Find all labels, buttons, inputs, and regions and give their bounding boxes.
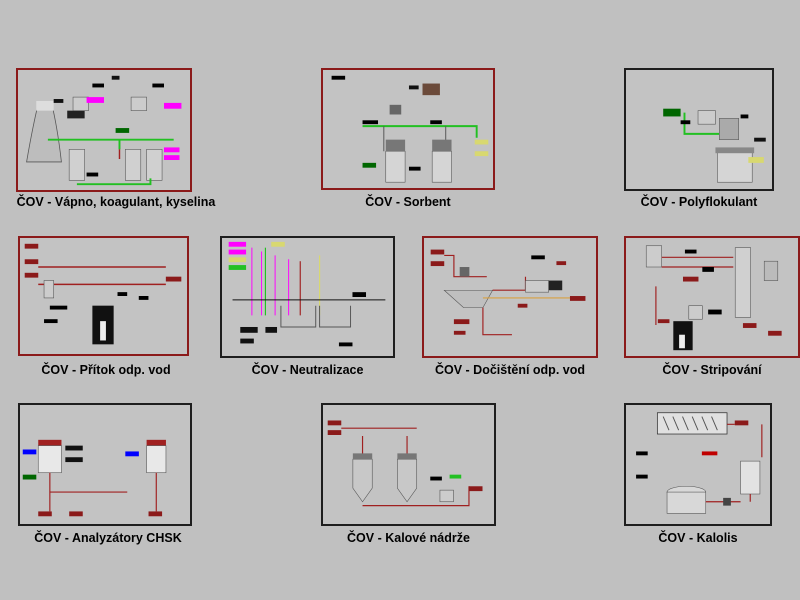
- screen-thumbnail-kal[interactable]: [321, 403, 496, 526]
- screen-tile-kal[interactable]: ČOV - Kalové nádrže: [321, 403, 496, 553]
- screen-tile-strip[interactable]: ČOV - Stripování: [624, 236, 800, 386]
- process-diagram-strip: [645, 245, 782, 351]
- screen-tile-poly[interactable]: ČOV - Polyflokulant: [624, 68, 800, 218]
- screen-label-vapno[interactable]: ČOV - Vápno, koagulant, kyselina: [16, 195, 216, 209]
- screen-label-neutral[interactable]: ČOV - Neutralizace: [251, 363, 364, 377]
- process-diagram-neutral: [228, 241, 386, 347]
- screen-thumbnail-docist[interactable]: [422, 236, 598, 358]
- screen-label-kalolis[interactable]: ČOV - Kalolis: [658, 531, 738, 545]
- screen-tile-neutral[interactable]: ČOV - Neutralizace: [220, 236, 395, 386]
- screen-tile-chsk[interactable]: ČOV - Analyzátory CHSK: [18, 403, 198, 553]
- screen-thumbnail-pritok[interactable]: [18, 236, 189, 356]
- process-diagram-docist: [430, 249, 586, 336]
- process-diagram-vapno: [26, 75, 182, 186]
- screen-label-kal[interactable]: ČOV - Kalové nádrže: [347, 531, 470, 545]
- process-diagram-poly: [663, 108, 766, 183]
- screen-thumbnail-poly[interactable]: [624, 68, 774, 191]
- screen-label-sorbent[interactable]: ČOV - Sorbent: [365, 195, 451, 209]
- screen-thumbnail-vapno[interactable]: [16, 68, 192, 192]
- screen-thumbnail-neutral[interactable]: [220, 236, 395, 358]
- screen-tile-kalolis[interactable]: ČOV - Kalolis: [624, 403, 800, 553]
- process-diagram-kal: [327, 420, 483, 507]
- process-diagram-chsk: [22, 439, 167, 517]
- process-diagram-pritok: [24, 243, 182, 345]
- process-diagram-kalolis: [636, 412, 763, 514]
- screen-tile-vapno[interactable]: ČOV - Vápno, koagulant, kyselina: [16, 68, 216, 218]
- screen-label-docist[interactable]: ČOV - Dočištění odp. vod: [434, 363, 585, 377]
- screen-thumbnail-sorbent[interactable]: [321, 68, 495, 190]
- screen-thumbnail-chsk[interactable]: [18, 403, 192, 526]
- process-diagram-sorbent: [331, 75, 489, 183]
- screen-tile-sorbent[interactable]: ČOV - Sorbent: [321, 68, 495, 218]
- screen-label-strip[interactable]: ČOV - Stripování: [662, 363, 762, 377]
- screen-tile-docist[interactable]: ČOV - Dočištění odp. vod: [422, 236, 598, 386]
- screen-label-chsk[interactable]: ČOV - Analyzátory CHSK: [34, 531, 182, 545]
- screen-tile-pritok[interactable]: ČOV - Přítok odp. vod: [18, 236, 194, 386]
- screen-thumbnail-kalolis[interactable]: [624, 403, 772, 526]
- screen-label-pritok[interactable]: ČOV - Přítok odp. vod: [41, 363, 171, 377]
- screen-label-poly[interactable]: ČOV - Polyflokulant: [640, 195, 758, 209]
- screen-thumbnail-strip[interactable]: [624, 236, 800, 358]
